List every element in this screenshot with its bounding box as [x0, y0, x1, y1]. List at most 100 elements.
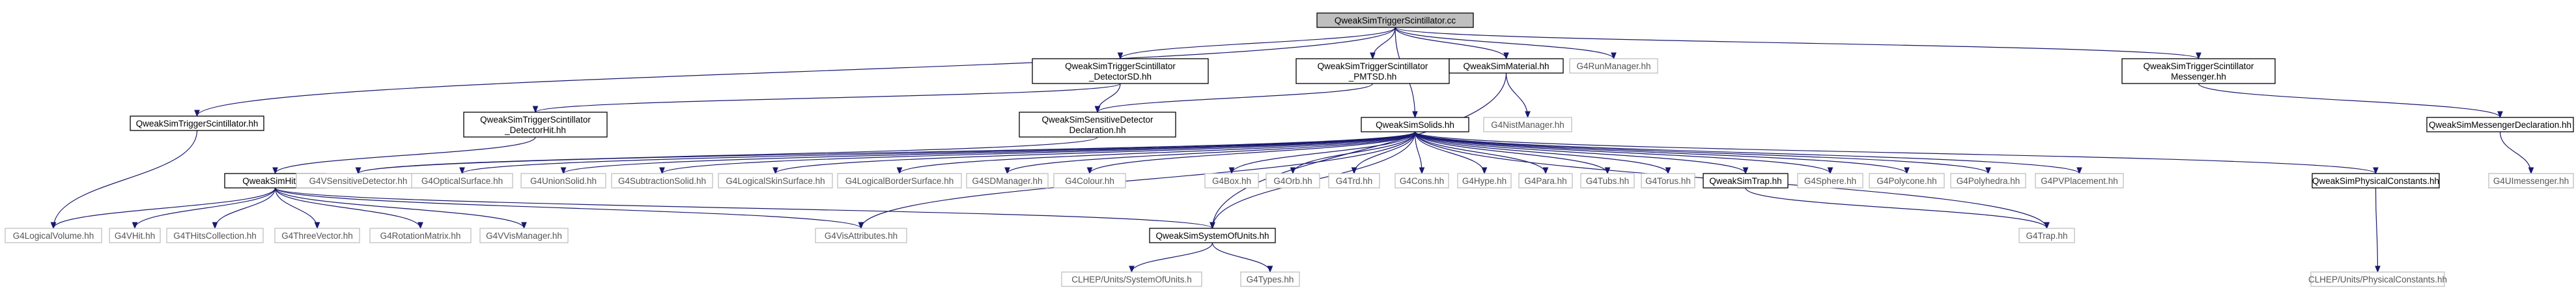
node-label: G4VVisManager.hh	[486, 231, 562, 241]
edge-root-to-mat	[1394, 27, 1507, 59]
node-box: G4Box.hh	[1204, 173, 1259, 189]
node-label: QweakSimTriggerScintillator	[1318, 61, 1428, 71]
node-box	[2035, 173, 2124, 189]
edge-solids-to-vsd	[358, 131, 1416, 174]
edge-solids-to-polycone	[1414, 131, 1907, 174]
node-union: G4UnionSolid.hh	[520, 173, 606, 189]
edge-solids-to-trd	[1354, 131, 1416, 174]
node-visattr: G4VisAttributes.hh	[815, 228, 907, 243]
node-label: QweakSimPhysicalConstants.hh	[2312, 176, 2439, 186]
edge-sysunits-to-types	[1211, 242, 1271, 273]
edge-solids-to-union	[563, 131, 1416, 174]
edge-solids-to-lborder	[899, 131, 1416, 174]
node-label: QweakSimMaterial.hh	[1463, 61, 1549, 71]
node-trap: G4Trap.hh	[2018, 228, 2075, 243]
node-box	[1316, 12, 1474, 28]
node-solids[interactable]: QweakSimSolids.hh	[1361, 117, 1469, 132]
node-label: G4Trd.hh	[1336, 176, 1373, 186]
node-box	[2310, 271, 2445, 287]
node-box	[1641, 173, 1695, 189]
node-polycone: G4Polycone.hh	[1869, 173, 1945, 189]
edge-simhit-to-sysunits	[274, 187, 1213, 229]
node-box	[5, 228, 102, 243]
node-label: G4VSensitiveDetector.hh	[309, 176, 408, 186]
node-box	[2488, 173, 2574, 189]
node-msgdecl[interactable]: QweakSimMessengerDeclaration.hh	[2426, 117, 2574, 132]
node-label: _DetectorHit.hh	[504, 125, 566, 135]
edge-sysunits-to-clhepunits	[1132, 242, 1213, 273]
node-box	[1061, 271, 1202, 287]
node-label: G4Polycone.hh	[1876, 176, 1936, 186]
edge-root-to-pmtsd	[1373, 27, 1396, 59]
edge-solids-to-simtrap	[1414, 131, 1746, 174]
node-label: G4PVPlacement.hh	[2041, 176, 2118, 186]
node-box	[718, 173, 833, 189]
edge-solids-to-colour	[1090, 131, 1416, 174]
edge-pmtsd-to-sens	[1097, 83, 1374, 113]
node-label: QweakSimTriggerScintillator.cc	[1335, 16, 1456, 25]
node-pmtsd[interactable]: QweakSimTriggerScintillator_PMTSD.hh	[1295, 58, 1450, 84]
node-label: QweakSimTriggerScintillator	[2144, 61, 2254, 71]
node-label: G4SubtractionSolid.hh	[618, 176, 706, 186]
node-box	[2121, 58, 2276, 84]
node-trighh[interactable]: QweakSimTriggerScintillator.hh	[130, 115, 264, 131]
edge-simhit-to-logvol	[53, 187, 276, 229]
node-hit[interactable]: QweakSimTriggerScintillator_DetectorHit.…	[463, 112, 608, 138]
node-simtrap[interactable]: QweakSimTrap.hh	[1703, 173, 1789, 189]
node-cons: G4Cons.hh	[1394, 173, 1449, 189]
node-lborder: G4LogicalBorderSurface.hh	[837, 173, 962, 189]
node-label: G4LogicalBorderSurface.hh	[845, 176, 954, 186]
node-box	[1019, 112, 1176, 138]
edge-root-to-sd	[1120, 27, 1396, 59]
node-sdmgr: G4SDManager.hh	[966, 173, 1049, 189]
edge-solids-to-lskin	[776, 131, 1416, 174]
node-trd: G4Trd.hh	[1328, 173, 1380, 189]
edge-solids-to-polyhedra	[1414, 131, 1989, 174]
node-box	[2312, 173, 2440, 189]
node-clhepunits: CLHEP/Units/SystemOfUnits.h	[1061, 271, 1202, 287]
edge-hit-to-simhit	[276, 136, 536, 174]
node-sd[interactable]: QweakSimTriggerScintillator_DetectorSD.h…	[1032, 58, 1209, 84]
node-orb: G4Orb.hh	[1266, 173, 1320, 189]
node-pvp: G4PVPlacement.hh	[2035, 173, 2124, 189]
node-box	[463, 112, 608, 138]
node-box	[109, 228, 161, 243]
node-rotmat: G4RotationMatrix.hh	[369, 228, 472, 243]
node-label: G4Hype.hh	[1462, 176, 1507, 186]
edge-root-to-runmgr	[1394, 27, 1614, 59]
node-sysunits[interactable]: QweakSimSystemOfUnits.hh	[1149, 228, 1276, 243]
node-vhit: G4VHit.hh	[109, 228, 161, 243]
node-mat[interactable]: QweakSimMaterial.hh	[1449, 58, 1564, 74]
node-label: G4RunManager.hh	[1576, 61, 1650, 71]
node-label: G4Trap.hh	[2026, 231, 2067, 241]
node-label: Messenger.hh	[2171, 72, 2226, 82]
node-subtr: G4SubtractionSolid.hh	[611, 173, 713, 189]
node-box	[1204, 173, 1259, 189]
edge-physconst-to-clhepconst	[2376, 187, 2378, 272]
node-box	[1580, 173, 1635, 189]
node-label: QweakSimSensitiveDetector	[1041, 115, 1154, 125]
edge-mat-to-sysunits	[1213, 72, 1507, 228]
node-box	[1869, 173, 1945, 189]
edge-simtrap-to-trap	[1745, 187, 2047, 229]
node-label: G4THitsCollection.hh	[173, 231, 257, 241]
node-physconst[interactable]: QweakSimPhysicalConstants.hh	[2312, 173, 2440, 189]
node-label: G4UnionSolid.hh	[530, 176, 597, 186]
node-root[interactable]: QweakSimTriggerScintillator.cc	[1316, 12, 1474, 28]
node-box	[1518, 173, 1573, 189]
edge-solids-to-orb	[1293, 131, 1416, 174]
edge-msg-to-msgdecl	[2198, 83, 2500, 118]
node-label: G4Torus.hh	[1645, 176, 1691, 186]
node-label: QweakSimSystemOfUnits.hh	[1155, 231, 1269, 241]
node-box	[2018, 228, 2075, 243]
node-hype: G4Hype.hh	[1457, 173, 1512, 189]
edge-root-to-msg	[1394, 27, 2199, 59]
node-clhepconst: CLHEP/Units/PhysicalConstants.hh	[2308, 271, 2447, 287]
node-para: G4Para.hh	[1518, 173, 1573, 189]
node-label: G4VHit.hh	[115, 231, 155, 241]
node-label: QweakSimSolids.hh	[1376, 120, 1454, 130]
node-box	[1240, 271, 1300, 287]
node-logvol: G4LogicalVolume.hh	[5, 228, 102, 243]
